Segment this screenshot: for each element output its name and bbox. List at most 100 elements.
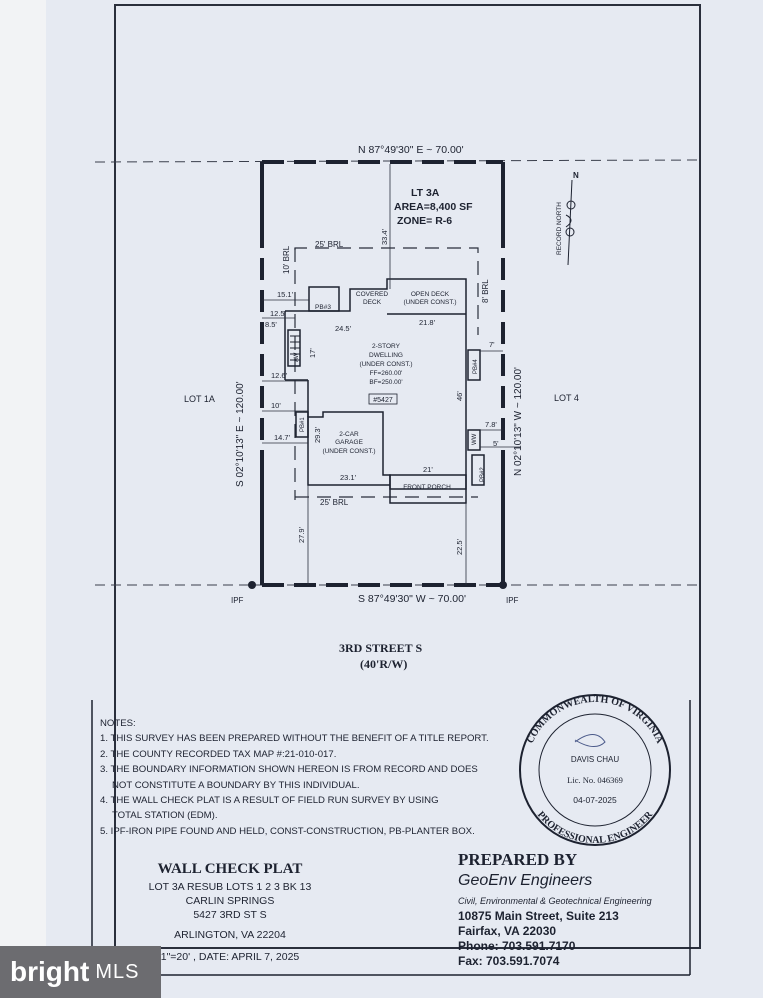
planter-box-1: PB#1: [300, 417, 306, 432]
rear-brl: 25' BRL: [315, 240, 344, 249]
dimension-lines: [262, 164, 520, 585]
watermark-brand: bright: [10, 956, 90, 987]
seal-top-text: COMMONWEALTH OF VIRGINIA: [525, 694, 666, 746]
dim: 12.6': [271, 371, 288, 380]
north-bearing: N 87°49'30" E ~ 70.00': [358, 144, 464, 156]
seal-name: DAVIS CHAU: [571, 755, 620, 764]
seal-date: 04-07-2025: [573, 795, 617, 805]
lot-zone: ZONE= R-6: [397, 215, 452, 227]
subdivision: CARLIN SPRINGS: [185, 895, 275, 907]
building-restriction-lines: [294, 247, 479, 500]
prepared-by: PREPARED BY GeoEnv Engineers Civil, Envi…: [458, 850, 652, 969]
adjacent-lot-left: LOT 1A: [184, 394, 215, 404]
record-north-label: RECORD NORTH: [556, 202, 563, 255]
sheet-border: [114, 4, 701, 949]
dwelling-label: (UNDER CONST.): [359, 361, 412, 368]
garage-label: (UNDER CONST.): [322, 448, 375, 455]
dim: 7.8': [485, 420, 497, 429]
dim: 12.5': [270, 309, 287, 318]
planter-box-2: PB#2: [480, 467, 486, 482]
dim: 7': [489, 340, 495, 349]
house-number-box: [368, 393, 398, 405]
side-brl-left: 10' BRL: [282, 245, 291, 274]
svg-text:PROFESSIONAL ENGINEER: PROFESSIONAL ENGINEER: [535, 809, 656, 846]
dim: 8.5': [265, 320, 277, 329]
dim: 21': [423, 465, 433, 474]
lot-description: LOT 3A RESUB LOTS 1 2 3 BK 13: [148, 881, 312, 893]
plat-title: WALL CHECK PLAT: [157, 861, 303, 877]
dim: 17': [308, 348, 317, 358]
ipf-left-label: IPF: [231, 596, 244, 605]
north-letter: N: [573, 171, 579, 180]
room-labels: COVERED DECK OPEN DECK (UNDER CONST.) 2-…: [315, 291, 457, 491]
note-item: 4. THE WALL CHECK PLAT IS A RESULT OF FI…: [100, 795, 439, 807]
company-phone: Phone: 703.591.7170: [458, 939, 576, 953]
notes-heading: NOTES:: [100, 718, 136, 729]
north-arrow-icon: [565, 179, 576, 266]
stairs: [290, 335, 300, 361]
note-item: NOT CONSTITUTE A BOUNDARY BY THIS INDIVI…: [112, 779, 360, 791]
open-deck-label: OPEN DECK: [411, 291, 450, 298]
dim: 22.5': [455, 538, 464, 555]
covered-deck-label: DECK: [363, 299, 382, 306]
dim: 10': [271, 401, 281, 410]
note-item: 2. THE COUNTY RECORDED TAX MAP #:21-010-…: [100, 748, 337, 760]
lot-label: LT 3A: [411, 187, 440, 199]
company-name: GeoEnv Engineers: [458, 872, 593, 889]
dwelling-bf: BF=250.00': [369, 379, 402, 386]
note-item: 1. THIS SURVEY HAS BEEN PREPARED WITHOUT…: [100, 733, 489, 745]
company-address: 10875 Main Street, Suite 213: [458, 909, 619, 923]
note-item: 5. IPF-IRON PIPE FOUND AND HELD, CONST-C…: [100, 825, 475, 837]
engineer-seal: COMMONWEALTH OF VIRGINIA PROFESSIONAL EN…: [519, 694, 671, 846]
garage-label: 2-CAR: [339, 431, 359, 438]
front-brl: 25' BRL: [320, 498, 349, 507]
company-fax: Fax: 703.591.7074: [458, 954, 560, 968]
planter-box-4: PB#4: [473, 359, 479, 374]
lot-area: AREA=8,400 SF: [394, 201, 473, 213]
dim: 46': [455, 391, 464, 401]
street-row: (40'R/W): [360, 657, 407, 671]
watermark-suffix: MLS: [95, 960, 140, 983]
dimension-labels: 33.4' 15.1' 12.5' 8.5' 24.5' 21.8' 17' 7…: [265, 228, 499, 555]
dim: 27.9': [297, 526, 306, 543]
company-tagline: Civil, Environmental & Geotechnical Engi…: [458, 896, 652, 906]
dim: 14.7': [274, 433, 291, 442]
dim: 24.5': [335, 324, 352, 333]
area-well-label: AW: [294, 352, 300, 362]
survey-paper: [46, 0, 763, 998]
ipf-marker-left: [248, 581, 256, 589]
lot-boundary: [260, 160, 505, 587]
note-item: TOTAL STATION (EDM).: [112, 810, 218, 822]
dwelling-ff: FF=260.00': [370, 370, 403, 377]
covered-deck-label: COVERED: [356, 291, 388, 298]
bright-mls-watermark: bright MLS: [0, 946, 161, 998]
adjacent-lot-right: LOT 4: [554, 393, 579, 403]
ipf-right-label: IPF: [506, 596, 519, 605]
east-bearing: N 02°10'13" W ~ 120.00': [513, 367, 524, 476]
planter-box-3: PB#3: [315, 304, 331, 311]
window-well-label: WW: [472, 433, 478, 445]
seal-license: Lic. No. 046369: [567, 775, 623, 785]
dwelling-label: DWELLING: [369, 352, 403, 359]
scale-date: 1"=20' , DATE: APRIL 7, 2025: [160, 951, 300, 963]
svg-text:COMMONWEALTH OF VIRGINIA: COMMONWEALTH OF VIRGINIA: [525, 694, 666, 746]
dim: 21.8': [419, 318, 436, 327]
street-name: 3RD STREET S: [339, 641, 422, 655]
dim: 5': [493, 439, 499, 448]
dim: 29.3': [313, 426, 322, 443]
dwelling-outline: [284, 278, 485, 504]
notes: NOTES: 1. THIS SURVEY HAS BEEN PREPARED …: [100, 716, 489, 839]
company-city: Fairfax, VA 22030: [458, 924, 557, 938]
ipf-marker-right: [499, 581, 507, 589]
north-extension-line: [94, 159, 701, 163]
small-labels: PB#1 PB#2 PB#4 AW WW: [294, 352, 486, 482]
dim: 23.1': [340, 473, 357, 482]
open-deck-label: (UNDER CONST.): [403, 299, 456, 306]
front-porch-label: FRONT PORCH: [403, 484, 451, 491]
seal-bottom-text: PROFESSIONAL ENGINEER: [535, 809, 656, 846]
city-state: ARLINGTON, VA 22204: [174, 929, 286, 941]
west-bearing: S 02°10'13" E ~ 120.00': [235, 381, 246, 487]
south-bearing: S 87°49'30" W ~ 70.00': [358, 593, 466, 605]
house-number: #5427: [373, 397, 393, 404]
